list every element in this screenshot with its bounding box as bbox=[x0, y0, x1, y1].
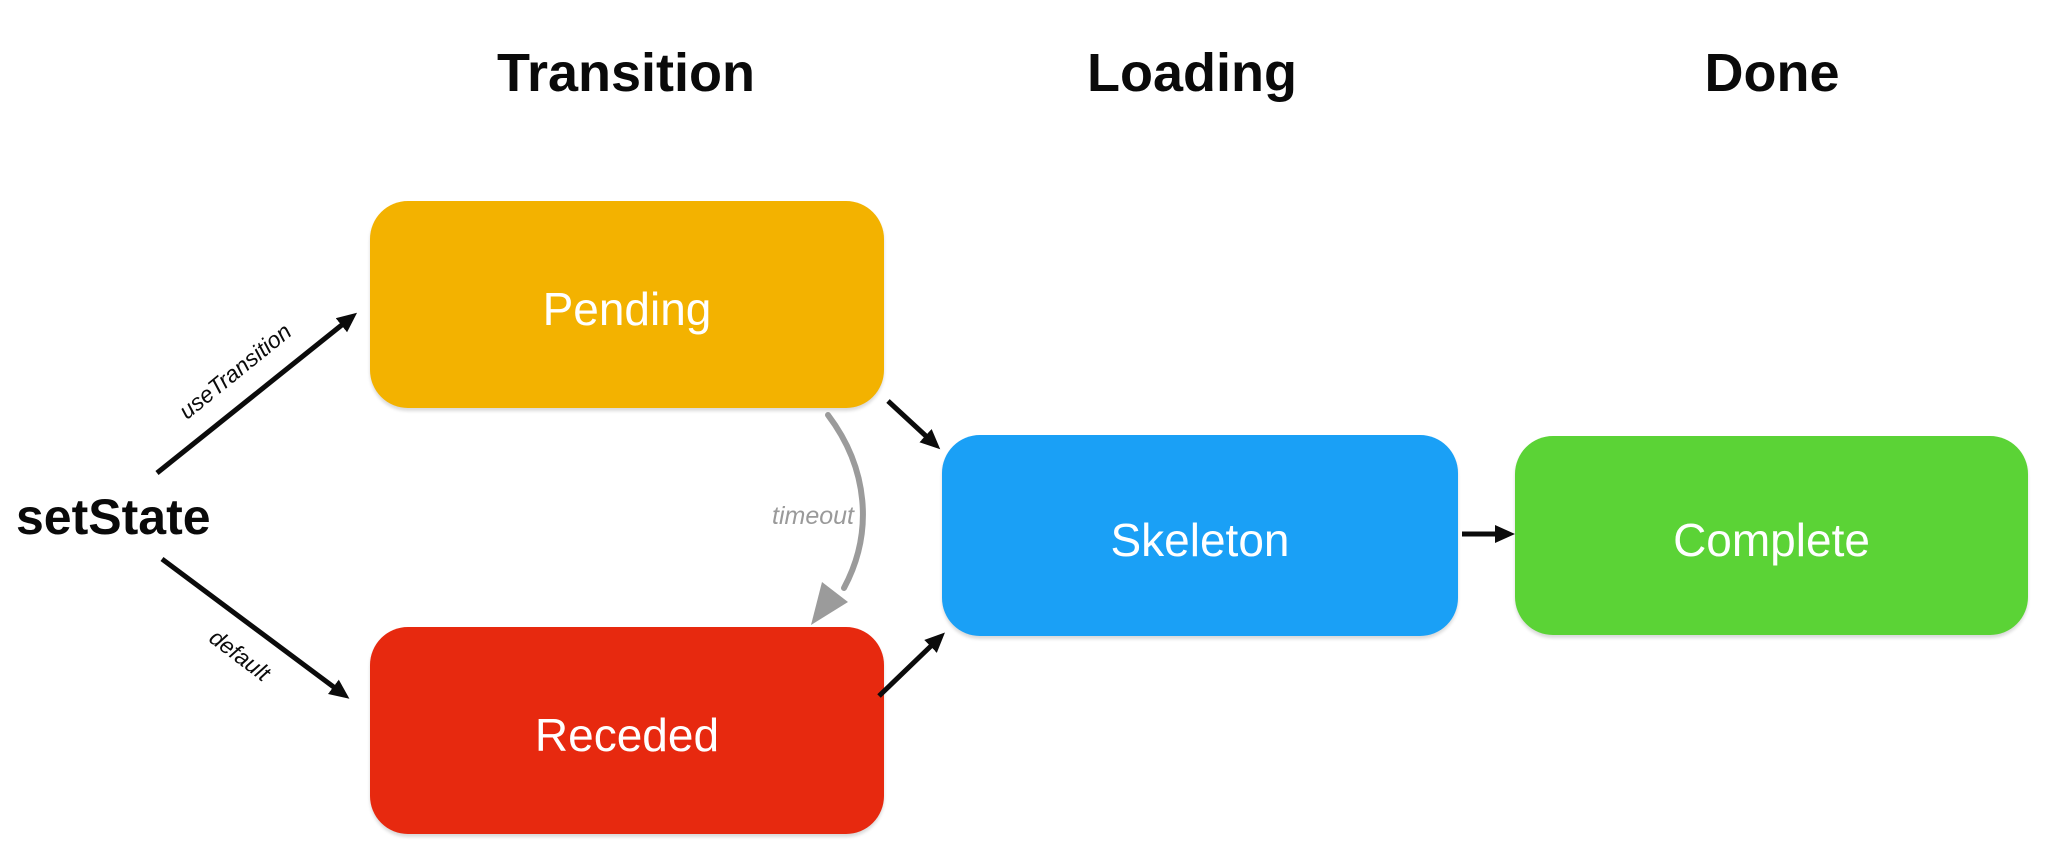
edge-default-arrow bbox=[160, 556, 350, 699]
edge-pending-skeleton-arrow bbox=[886, 399, 941, 450]
edge-timeout-arrowhead bbox=[811, 582, 848, 625]
column-header-loading: Loading bbox=[1087, 43, 1297, 103]
node-label-pending: Pending bbox=[542, 282, 712, 335]
edge-timeout-curve bbox=[825, 412, 866, 591]
node-label-receded: Receded bbox=[534, 708, 720, 761]
node-receded: Receded bbox=[370, 627, 884, 834]
edge-use-transition-label: useTransition bbox=[174, 318, 296, 424]
node-complete: Complete bbox=[1515, 436, 2028, 635]
column-header-done: Done bbox=[1704, 43, 1840, 103]
set-state-label: setState bbox=[16, 489, 211, 545]
node-skeleton: Skeleton bbox=[942, 435, 1458, 636]
edge-use-transition-arrow bbox=[155, 312, 358, 475]
edge-default-label: default bbox=[205, 624, 277, 687]
column-header-transition: Transition bbox=[496, 43, 756, 103]
edge-timeout-label: timeout bbox=[772, 502, 855, 530]
edge-receded-skeleton-arrow bbox=[877, 632, 945, 698]
node-pending: Pending bbox=[370, 201, 884, 408]
node-label-complete: Complete bbox=[1673, 513, 1870, 566]
node-label-skeleton: Skeleton bbox=[1110, 513, 1290, 566]
